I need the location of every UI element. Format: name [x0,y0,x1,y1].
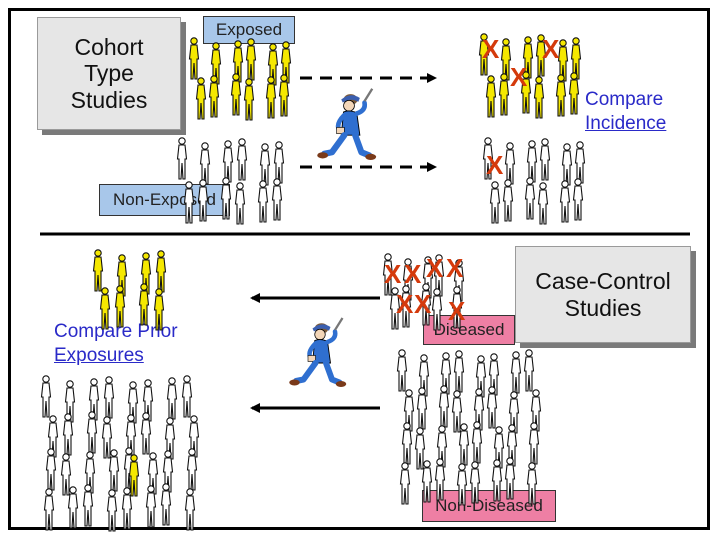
non-exposed-outcome-person-figure [572,178,584,221]
non-diseased-person-figure [523,349,535,392]
non-exposed-person-figure [236,138,248,181]
non-exposed-person-figure [183,181,195,224]
non-exposed-outcome-person-figure [539,138,551,181]
case-x-mark: X [542,34,560,64]
non-exposed-person-figure [259,143,271,186]
case-prior-exposure-figure [153,288,165,331]
non-exposed-outcome-person-figure [574,141,586,184]
non-exposed-person-figure [220,177,232,220]
compare-incidence-text: Compare Incidence [585,88,666,136]
non-exposed-outcome-person-figure [504,142,516,185]
case-x-mark: X [404,259,422,289]
control-prior-exposure-figure [184,488,196,531]
non-exposed-outcome-person-figure [526,140,538,183]
non-diseased-person-figure [451,390,463,433]
non-diseased-person-figure [510,351,522,394]
non-diseased-person-figure [469,461,481,504]
control-prior-exposure-figure [108,449,120,492]
case-x-mark: X [446,253,464,283]
case-x-mark: X [510,62,528,92]
compare-exposures-text: Compare Prior Exposures [54,320,178,368]
non-exposed-outcome-person-figure [524,177,536,220]
compare-exposures-line2: Exposures [54,344,144,366]
non-diseased-person-figure [414,427,426,470]
case-x-mark: X [482,34,500,64]
compare-incidence-line2: Incidence [585,112,667,134]
compare-exposures-line1: Compare Prior [54,321,178,342]
case-x-mark: X [448,296,466,326]
case-x-mark: X [486,150,504,180]
control-prior-exposure-figure [121,487,133,530]
exposed-person-figure [195,77,207,120]
non-diseased-person-figure [458,423,470,466]
non-diseased-person-figure [399,462,411,505]
case-prior-exposure-figure [99,287,111,330]
control-prior-exposure-figure [67,486,79,529]
non-exposed-person-figure [197,179,209,222]
case-prior-exposure-figure [155,250,167,293]
control-prior-exposure-figure [106,489,118,532]
cohort-title-box: Cohort Type Studies [37,17,181,130]
case-x-mark: X [426,253,444,283]
control-prior-exposure-figure [181,375,193,418]
case-x-mark: X [414,289,432,319]
control-prior-exposure-figure [40,375,52,418]
exposed-outcome-person-figure [533,76,545,119]
case-x-mark: X [396,289,414,319]
exposed-outcome-person-figure [485,75,497,118]
exposed-label: Exposed [203,16,295,44]
non-diseased-person-figure [421,460,433,503]
non-exposed-person-figure [199,142,211,185]
control-prior-exposure-figure [103,376,115,419]
non-diseased-person-figure [453,350,465,393]
case-control-title: Case-Control Studies [535,268,671,321]
non-exposed-outcome-person-figure [489,181,501,224]
investigator-cohort-figure [317,89,376,160]
case-prior-exposure-figure [92,249,104,292]
exposed-person-figure [188,37,200,80]
non-exposed-person-figure [271,178,283,221]
non-diseased-person-figure [396,349,408,392]
non-exposed-outcome-person-figure [559,180,571,223]
case-x-mark: X [384,259,402,289]
non-exposed-outcome-person-figure [561,143,573,186]
non-exposed-person-figure [222,140,234,183]
control-prior-exposure-figure [101,416,113,459]
non-exposed-outcome-person-figure [502,179,514,222]
control-prior-exposure-figure [60,453,72,496]
non-exposed-person-figure [257,180,269,223]
non-diseased-person-figure [526,462,538,505]
cohort-title: Cohort Type Studies [70,33,148,113]
case-control-title-box: Case-Control Studies [515,246,691,343]
non-exposed-person-figure [234,182,246,225]
exposed-person-figure [245,38,257,81]
control-prior-exposure-figure [43,488,55,531]
investigator-case-control-figure [289,318,346,387]
non-exposed-outcome-person-figure [537,182,549,225]
compare-incidence-line1: Compare [585,89,664,110]
non-exposed-person-figure [176,137,188,180]
control-prior-exposure-figure [166,377,178,420]
non-diseased-person-figure [456,463,468,506]
non-exposed-person-figure [273,141,285,184]
exposed-person-figure [243,78,255,121]
